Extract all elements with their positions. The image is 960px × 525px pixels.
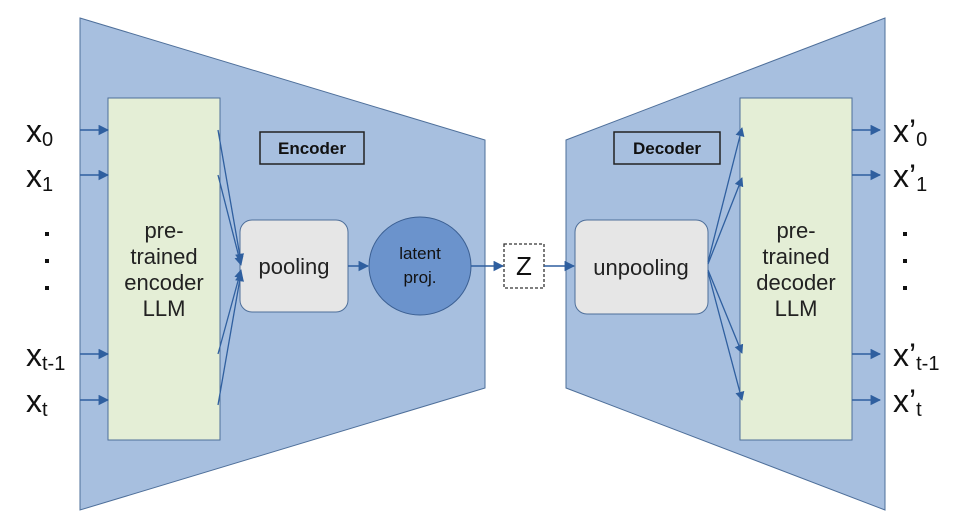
- ellipsis-dot: [45, 232, 49, 236]
- fan-out-line: [707, 269, 744, 354]
- input-ellipsis: [45, 232, 49, 290]
- output-labels: x’0 x’1 x’t-1 x’t: [893, 113, 939, 421]
- decoder-llm-box: pre- trained decoder LLM: [739, 97, 853, 441]
- output-arrows: [852, 124, 882, 406]
- fan-out-line: [707, 271, 745, 401]
- output-ellipsis: [903, 232, 907, 290]
- decoder-title-text: Decoder: [633, 139, 701, 158]
- input-label: xt: [26, 383, 48, 421]
- decoder-title: Decoder: [613, 131, 721, 165]
- encoder-llm-line: pre-: [144, 218, 183, 243]
- ellipsis-dot: [903, 232, 907, 236]
- encoder-title-text: Encoder: [278, 139, 346, 158]
- input-label: xt-1: [26, 337, 65, 375]
- input-labels: x0 x1 xt-1 xt: [26, 113, 65, 421]
- output-label: x’t-1: [893, 337, 939, 375]
- output-label: x’1: [893, 158, 927, 196]
- ellipsis-dot: [903, 259, 907, 263]
- encoder-llm-line: LLM: [143, 296, 186, 321]
- pooling-label: pooling: [259, 254, 330, 279]
- output-label: x’0: [893, 113, 927, 151]
- latent-z-label: Z: [516, 251, 532, 281]
- unpooling-box: unpooling: [574, 219, 709, 315]
- encoder-fan-in: [217, 129, 245, 406]
- latent-z-box: Z: [503, 243, 545, 289]
- encoder-title: Encoder: [259, 131, 365, 165]
- input-label: x0: [26, 113, 53, 151]
- unpooling-label: unpooling: [593, 255, 688, 280]
- fan-out-line: [707, 127, 745, 263]
- latent-label-line: latent: [399, 244, 441, 263]
- fan-in-line: [217, 129, 245, 263]
- fan-in-line: [217, 272, 245, 406]
- decoder-fan-out: [707, 127, 745, 401]
- output-label: x’t: [893, 383, 922, 421]
- latent-projection-node: latent proj.: [368, 216, 472, 316]
- latent-label-line: proj.: [403, 268, 436, 287]
- input-arrows: [80, 124, 110, 406]
- pooling-box: pooling: [239, 219, 349, 313]
- decoder-llm-line: LLM: [775, 296, 818, 321]
- fan-in-line: [217, 174, 244, 266]
- decoder-llm-line: decoder: [756, 270, 836, 295]
- decoder-llm-line: trained: [762, 244, 829, 269]
- ellipsis-dot: [45, 259, 49, 263]
- input-label: x1: [26, 158, 53, 196]
- encoder-llm-line: encoder: [124, 270, 204, 295]
- encoder-llm-line: trained: [130, 244, 197, 269]
- fan-out-line: [707, 177, 744, 265]
- encoder-llm-box: pre- trained encoder LLM: [107, 97, 221, 441]
- decoder-llm-line: pre-: [776, 218, 815, 243]
- ellipsis-dot: [45, 286, 49, 290]
- fan-in-line: [217, 269, 244, 355]
- ellipsis-dot: [903, 286, 907, 290]
